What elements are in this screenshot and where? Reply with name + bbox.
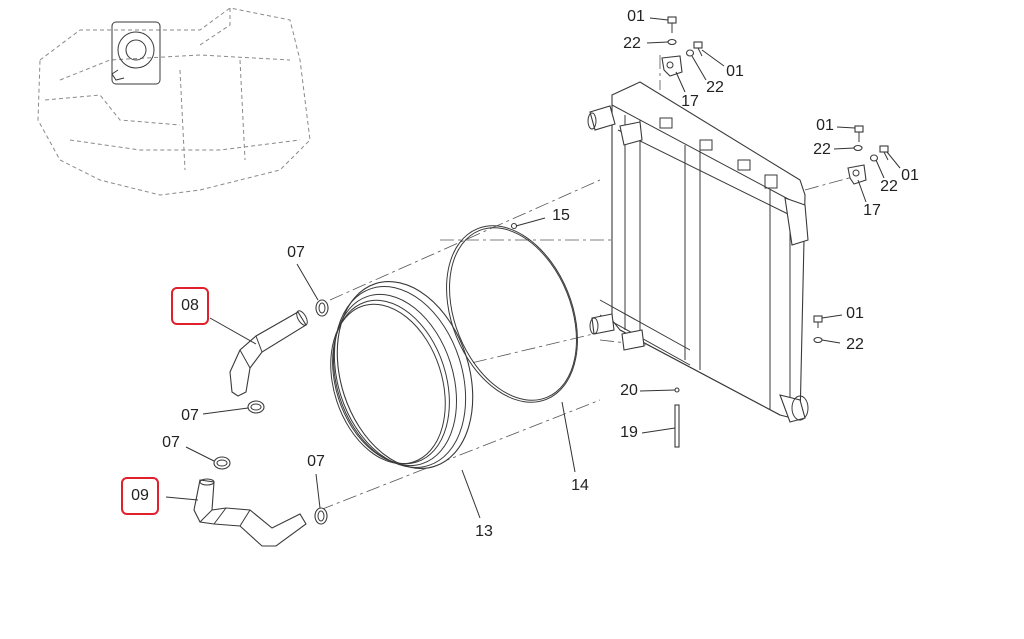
clamps — [213, 299, 329, 525]
callout-01: 01 — [846, 305, 864, 322]
bracket-right — [847, 164, 867, 185]
callout-20: 20 — [620, 382, 638, 399]
callout-22: 22 — [813, 141, 831, 158]
fasteners — [510, 16, 889, 393]
callout-22: 22 — [623, 35, 641, 52]
callout-07: 07 — [162, 434, 180, 451]
callout-22: 22 — [846, 336, 864, 353]
callout-14: 14 — [571, 477, 589, 494]
callout-01: 01 — [627, 8, 645, 25]
leader-lines — [165, 17, 901, 519]
hose-09 — [193, 478, 307, 547]
highlighted-callout-08-text: 08 — [181, 297, 199, 314]
callout-01: 01 — [726, 63, 744, 80]
radiator-core — [587, 81, 809, 423]
callout-19: 19 — [620, 424, 638, 441]
callout-07: 07 — [181, 407, 199, 424]
callout-01: 01 — [816, 117, 834, 134]
hose-08 — [229, 310, 308, 397]
shroud-ring — [330, 281, 474, 469]
callout-17: 17 — [681, 93, 699, 110]
highlighted-callout-09-text: 09 — [131, 487, 149, 504]
highlighted-callout-09[interactable]: 09 — [121, 477, 159, 515]
callout-01: 01 — [901, 167, 919, 184]
machine-overview-inset — [37, 7, 311, 196]
alignment-lines — [319, 55, 861, 511]
callout-13: 13 — [475, 523, 493, 540]
callout-22: 22 — [706, 79, 724, 96]
highlighted-cooler-icon — [111, 21, 161, 85]
callout-07: 07 — [287, 244, 305, 261]
callout-17: 17 — [863, 202, 881, 219]
callout-07: 07 — [307, 453, 325, 470]
bracket-top — [661, 55, 683, 77]
rod-19 — [674, 404, 680, 448]
highlighted-callout-08[interactable]: 08 — [171, 287, 209, 325]
callout-15: 15 — [552, 207, 570, 224]
seal-ring — [446, 225, 578, 403]
callout-22: 22 — [880, 178, 898, 195]
